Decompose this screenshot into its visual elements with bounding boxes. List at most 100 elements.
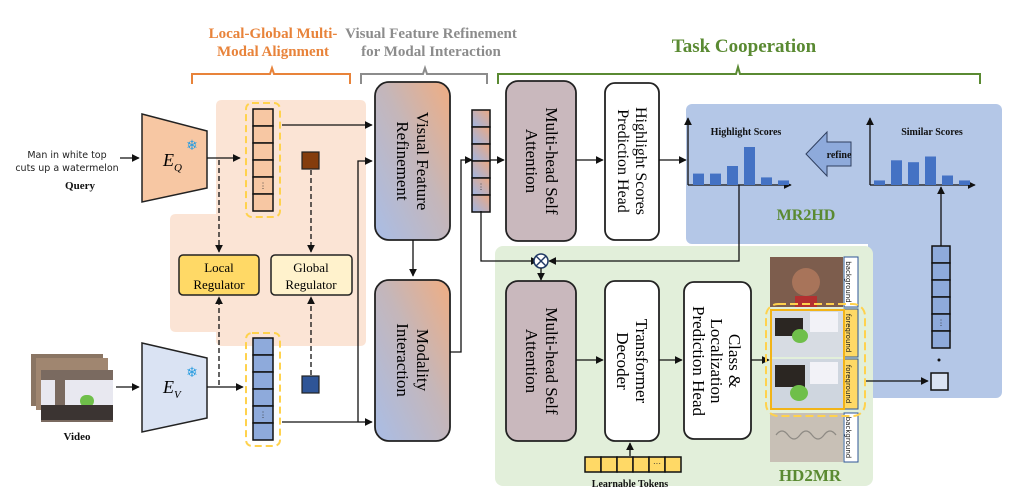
frame-tag-label: background [844,417,852,458]
score-bar [744,147,755,185]
vector-cell [252,193,274,212]
transformer-decoder: Transformer Decoder [604,280,660,442]
similar-scores-title: Similar Scores [901,127,963,138]
video-label: Video [63,431,91,443]
video-to-vfr-arrow [357,157,373,422]
query-label: Query [65,180,95,192]
vector-cell [600,456,618,473]
vector-cell [252,142,274,161]
score-bar [874,180,885,185]
refine-label: refine [827,150,852,161]
score-bar [761,177,772,185]
vector-cell [252,354,274,373]
local-regulator: Local Regulator [178,254,260,296]
score-bar [959,180,970,185]
class-localization-head: Class & Localization Prediction Head [683,281,752,440]
vector-cell [252,125,274,144]
vector-cell [252,108,274,127]
mi-label-line2: Interaction [393,323,412,397]
query-feature-highlight [245,102,281,218]
vector-cell [252,422,274,441]
highlight-bars [693,147,789,185]
vector-cell [632,456,650,473]
snowflake-icon: ❄ [186,139,198,154]
score-bar [778,180,789,185]
refinement-title-line1: Visual Feature Refinement [345,26,517,42]
vfr-label-line1: Visual Feature [413,112,432,211]
mhsa-top-line1: Multi-head Self [542,107,561,215]
hs-head-line2: Prediction Head [614,109,631,213]
query-encoder [141,113,208,203]
query-feature-vector: ⋮ [252,108,274,212]
vector-cell [471,126,491,145]
refine-arrow: refine [805,130,852,178]
vector-cell [931,279,951,298]
vector-cell [616,456,634,473]
learnable-tokens: ··· [584,456,682,473]
highlight-to-multiply-arrow [548,185,740,265]
cls-head-line3: Prediction Head [689,306,708,416]
local-regulator-line2: Regulator [193,277,245,292]
frame-tag-label: background [844,261,852,302]
score-bar [891,160,902,185]
vector-cell [471,194,491,213]
vector-cell [471,109,491,128]
cls-head-line1: Class & [725,334,744,388]
mhsa-top-module: Multi-head Self Attention [505,80,577,242]
cooperation-title: Task Cooperation [672,36,817,57]
video-encoder [141,342,208,433]
query-text-line1: Man in white top [27,150,106,161]
hs-head-line1: Highlight Scores [632,107,649,215]
frame-tag-label: foreground [844,314,852,353]
cooperation-bracket [497,63,981,84]
foreground-dashed-highlight [765,303,866,417]
score-bar [925,156,936,185]
foreground-box [770,309,845,410]
video-feature-vector: ⋮ [252,337,274,441]
mr2hd-panel [686,104,1002,244]
alignment-title-line1: Local-Global Multi- [209,26,338,42]
score-bar [908,162,919,185]
query-text-line2: cuts up a watermelon [15,163,118,174]
modality-interaction-module: Modality Interaction [374,279,451,442]
frame-background-2 [770,413,843,462]
vector-cell [584,456,602,473]
score-bar [727,166,738,185]
vector-cell [931,262,951,281]
ellipsis-icon: ⋮ [937,319,945,328]
snowflake-icon: ❄ [186,366,198,381]
decoder-line2: Decoder [613,332,632,390]
video-encoder-symbol: EV [162,377,182,401]
vector-cell [252,371,274,390]
frame-background-1 [770,257,843,307]
vector-cell [931,296,951,315]
ellipsis-icon: ⋮ [259,182,267,191]
learnable-tokens-label: Learnable Tokens [592,479,669,490]
highlight-scores-head: Highlight Scores Prediction Head [604,82,660,241]
dot-product-icon [937,358,941,362]
multiply-icon [533,253,549,269]
global-query-token [301,151,320,170]
mr2hd-label: MR2HD [777,207,836,224]
section-title-alignment: Local-Global Multi- Modal Alignment [209,26,338,60]
mhsa-bottom-line2: Attention [522,329,541,394]
score-bar [693,173,704,185]
local-regulator-line1: Local [204,260,234,275]
vector-cell [931,245,951,264]
vector-cell [931,330,951,349]
similar-feature-vector: ⋮ [931,245,951,349]
query-encoder-symbol: EQ [162,150,182,174]
alignment-title-line2: Modal Alignment [217,44,329,60]
vfr-label-line2: Refinement [393,121,412,201]
decoder-line1: Transformer [632,319,651,404]
frame-foreground-2 [770,359,843,409]
video-thumbnail [31,354,113,422]
mi-to-vector-arrow [450,156,473,353]
frame-foreground-1 [770,309,843,357]
mhsa-bottom-line1: Multi-head Self [542,307,561,415]
frame-tag-label: foreground [844,365,852,404]
video-feature-highlight [245,332,281,447]
refinement-title-line2: for Modal Interaction [361,44,501,60]
frame-tag-box [843,412,859,463]
score-bar [710,173,721,185]
